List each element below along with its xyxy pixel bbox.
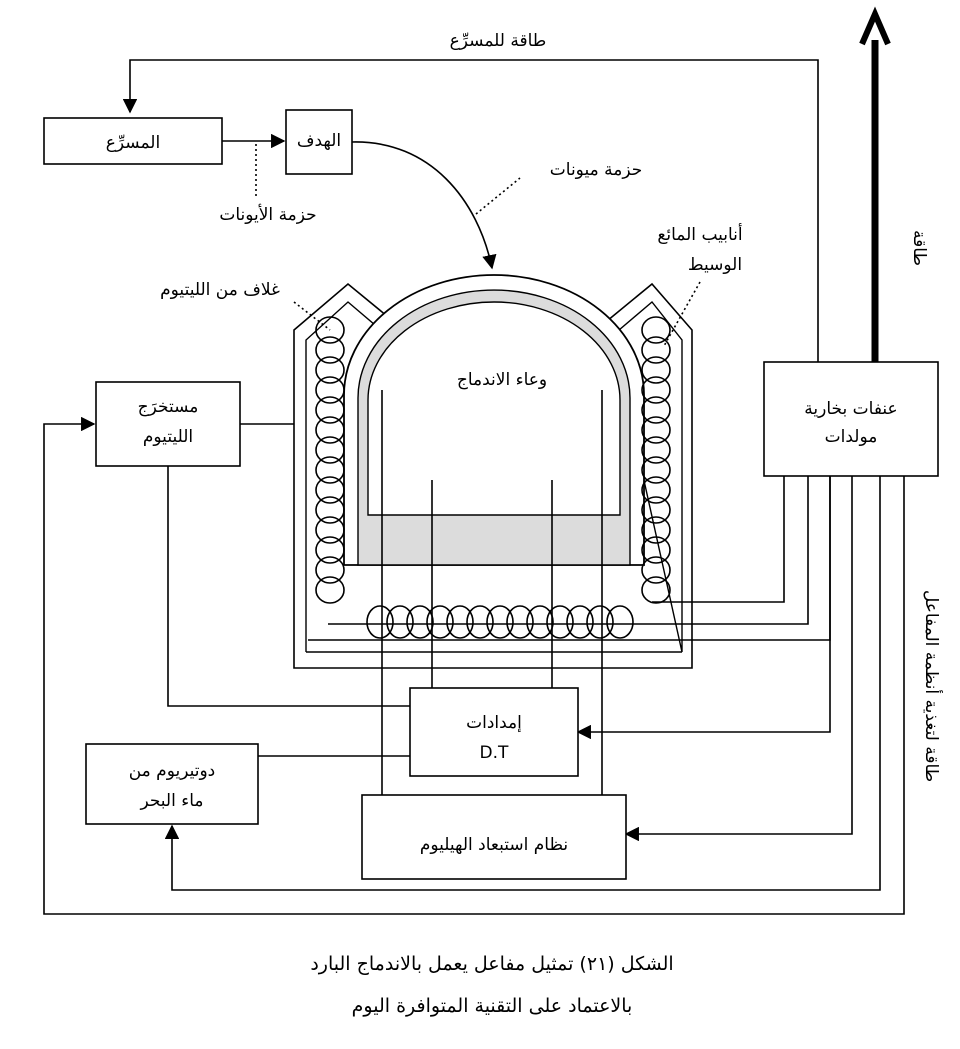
coil-loop-right	[641, 576, 671, 604]
reactor-systems-power-label: طاقة لتغذية أنظمة المفاعل	[921, 590, 943, 782]
ion-beam-label: حزمة الأيونات	[219, 204, 316, 225]
coil-loop-left	[315, 516, 345, 544]
coil-loop-right	[641, 396, 671, 424]
feed-to-extractor	[43, 416, 905, 915]
coil-loop-right	[641, 356, 671, 384]
coil-loop-right	[641, 536, 671, 564]
coil-loop-bottom	[366, 605, 394, 639]
coil-loop-left	[315, 436, 345, 464]
muon-beam-arrow	[351, 141, 497, 270]
coil-loop-left	[315, 556, 345, 584]
fusion-vessel-label: وعاء الاندماج	[457, 370, 547, 390]
feed-to-deuterium	[164, 476, 881, 891]
coil-line-2	[328, 476, 809, 625]
energy-arrow-head	[859, 6, 891, 46]
fluid-tubes-label-1: أنابيب المائع	[657, 223, 742, 245]
coil-line-1	[652, 476, 785, 603]
coil-loop-left	[315, 496, 345, 524]
coil-loop-left	[315, 376, 345, 404]
coil-loop-left	[315, 316, 345, 344]
coil-loop-bottom	[466, 605, 494, 639]
coil-loop-right	[641, 456, 671, 484]
coil-loop-right	[641, 416, 671, 444]
coil-loop-left	[315, 476, 345, 504]
deuterium-label-2: ماء البحر	[139, 791, 203, 811]
coil-loop-bottom	[406, 605, 434, 639]
feed-to-helium	[624, 476, 853, 842]
coil-loop-right	[641, 516, 671, 544]
energy-to-accelerator-line	[122, 59, 819, 362]
coil-loop-bottom	[386, 605, 414, 639]
coil-loop-right	[641, 436, 671, 464]
coil-loop-bottom	[606, 605, 634, 639]
coil-loop-right	[641, 316, 671, 344]
coil-loop-bottom	[486, 605, 514, 639]
coil-loop-right	[641, 376, 671, 404]
coil-loop-left	[315, 536, 345, 564]
coil-loop-left	[315, 456, 345, 484]
lithium-blanket-label: غلاف من الليتيوم	[160, 280, 280, 300]
coolant-coils	[315, 316, 671, 639]
coil-loop-left	[315, 336, 345, 364]
helium-removal-label: نظام استبعاد الهيليوم	[420, 835, 568, 855]
coil-loop-bottom	[566, 605, 594, 639]
lithium-extractor-label-1: مستخرَج	[138, 397, 199, 417]
coil-loop-left	[315, 396, 345, 424]
coil-loop-right	[641, 496, 671, 524]
dt-supply-label-1: إمدادات	[466, 713, 522, 733]
coil-loop-bottom	[526, 605, 554, 639]
figure-caption-line-1: الشكل (٢١) تمثيل مفاعل يعمل بالاندماج ال…	[310, 953, 673, 975]
feed-to-dt	[576, 476, 831, 740]
helium-removal-box	[361, 794, 627, 880]
fluid-tubes-label-2: الوسيط	[688, 255, 742, 275]
steam-generators-label-2: مولدات	[825, 427, 878, 447]
energy-to-accelerator-label: طاقة للمسرِّع	[450, 31, 547, 51]
coil-loop-left	[315, 576, 345, 604]
fusion-vessel-inner	[367, 301, 621, 516]
coil-loop-bottom	[446, 605, 474, 639]
muon-beam-label: حزمة ميونات	[550, 160, 642, 180]
coil-loop-left	[315, 416, 345, 444]
target-label: الهدف	[297, 131, 341, 151]
energy-label: طاقة	[909, 230, 929, 266]
muon-beam-pointer	[475, 177, 521, 215]
lithium-extractor-box	[95, 381, 241, 467]
coil-loop-right	[641, 556, 671, 584]
coil-loop-left	[315, 356, 345, 384]
coil-loop-bottom	[546, 605, 574, 639]
fluid-tubes-pointer	[663, 281, 701, 347]
steam-generators-label-1: عنفات بخارية	[804, 399, 897, 419]
deuterium-box	[85, 743, 259, 825]
coil-loop-bottom	[506, 605, 534, 639]
figure-caption-line-2: بالاعتماد على التقنية المتوافرة اليوم	[352, 995, 633, 1017]
steam-generators-box	[763, 361, 939, 477]
lithium-blanket-inner	[305, 300, 683, 653]
coil-loop-right	[641, 476, 671, 504]
extractor-to-dt	[167, 466, 410, 707]
coil-loop-bottom	[586, 605, 614, 639]
coil-loop-bottom	[426, 605, 454, 639]
accelerator-label: المسرِّع	[106, 133, 160, 153]
dt-supply-label-2: D.T	[480, 743, 509, 763]
coil-loop-right	[641, 336, 671, 364]
lithium-extractor-label-2: الليتيوم	[143, 427, 193, 447]
deuterium-label-1: دوتيريوم من	[129, 761, 216, 781]
dt-supply-box	[409, 687, 579, 777]
